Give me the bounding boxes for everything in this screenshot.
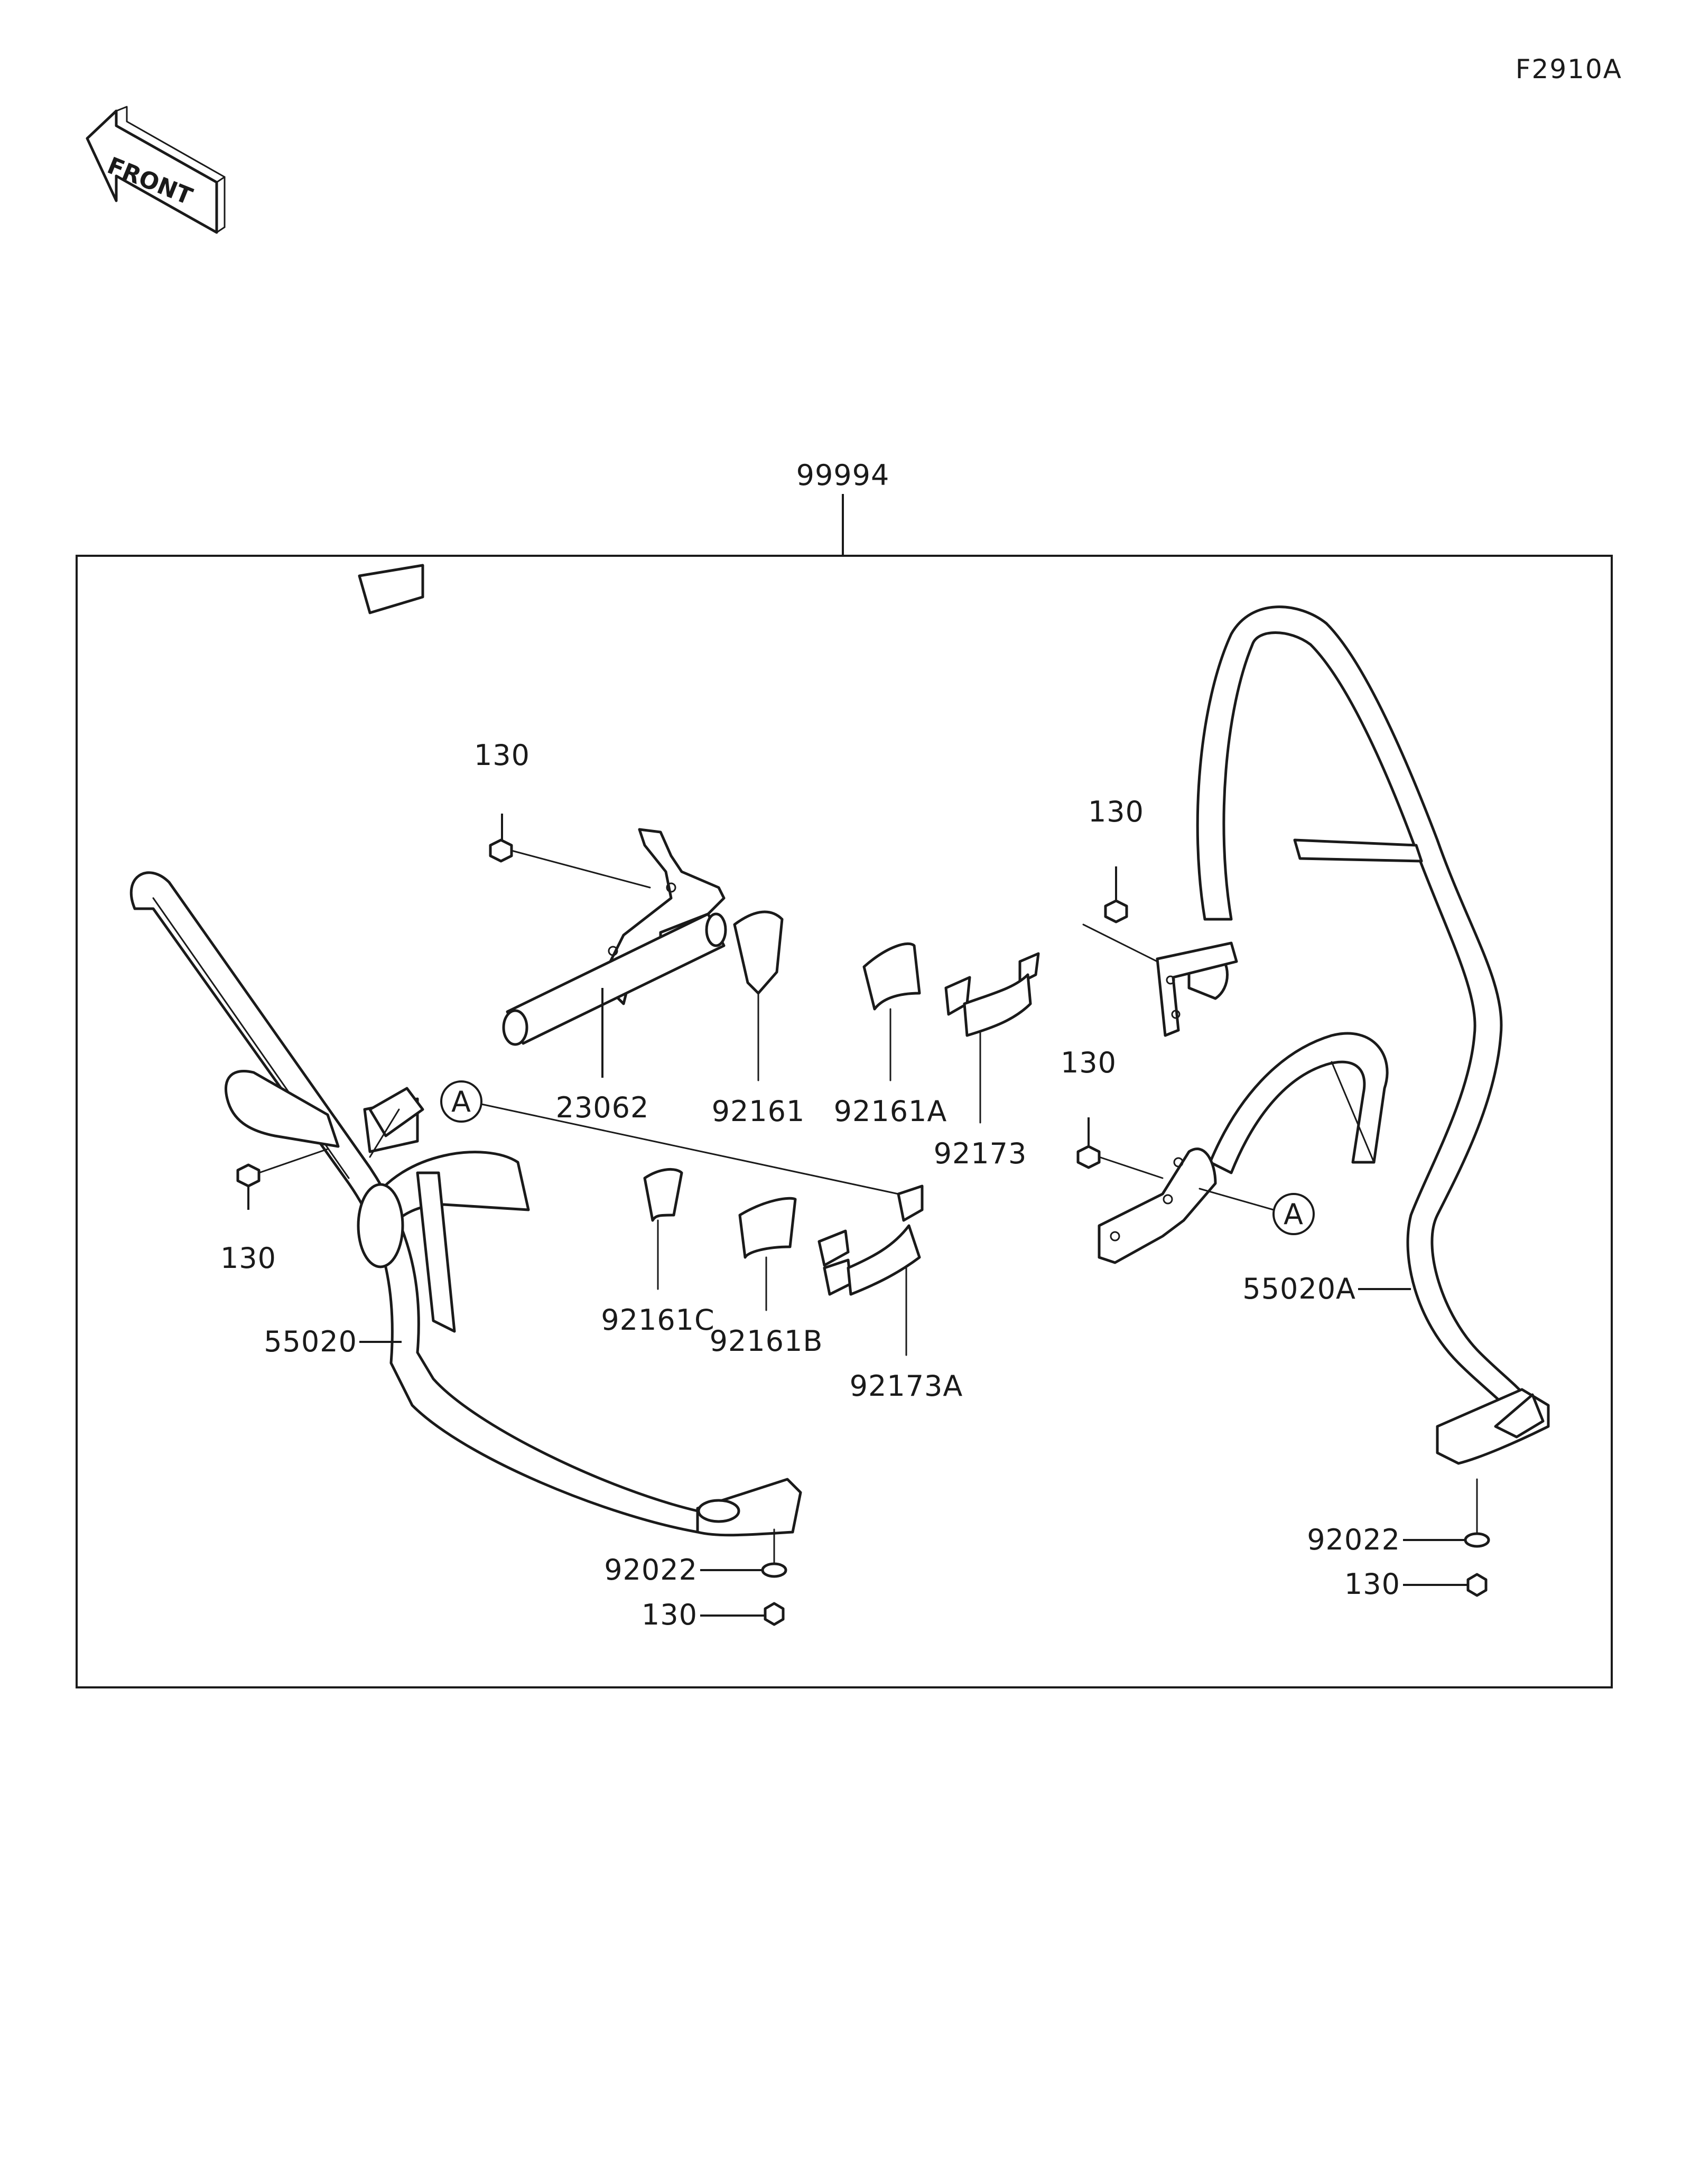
diagram-code: F2910A [1516,54,1622,85]
ref-a-left-label: A [451,1085,471,1118]
label-92161B: 92161B [710,1324,823,1358]
ref-a-left: A [440,1080,899,1195]
ref-a-right: A [1198,1188,1315,1235]
ref-a-right-label: A [1284,1198,1304,1231]
label-92173: 92173 [934,1137,1027,1170]
label-130-top-left: 130 [474,739,530,772]
label-92161C: 92161C [601,1303,715,1337]
pad-92161C [643,1168,683,1290]
right-lower-bracket [1098,1147,1217,1264]
pad-92161B [738,1197,797,1311]
pad-92161A [862,942,921,1081]
label-130-bottom-right: 130 [1344,1567,1400,1601]
label-92161A: 92161A [834,1095,947,1128]
clamp-92173 [944,952,1040,1124]
label-assembly: 99994 [796,459,890,492]
bolt-130-bottom-left [700,1602,785,1626]
label-23062: 23062 [556,1091,649,1124]
bolt-130-left [236,1148,329,1210]
washer-92022-right [1403,1478,1490,1548]
label-92022-left: 92022 [604,1553,698,1586]
assembly-box [76,555,1613,1688]
bolt-130-right-upper [1082,866,1158,963]
right-upper-bracket [1156,941,1238,1037]
label-130-right-mid: 130 [1061,1046,1117,1079]
left-guard-bracket [368,1087,424,1158]
bolt-130-right-mid [1076,1117,1164,1179]
bracket-23062 [502,828,727,1046]
bolt-130-top-left [489,814,651,889]
right-guard-55020A [1187,605,1550,1465]
pad-92161 [733,910,784,1081]
label-92022-right: 92022 [1307,1523,1400,1556]
label-92161: 92161 [712,1095,805,1128]
front-arrow-icon: FRONT [86,106,226,234]
label-55020: 55020 [264,1325,357,1358]
washer-92022-left [700,1528,787,1578]
label-55020A: 55020A [1242,1272,1356,1305]
left-guard-55020 [129,564,802,1537]
clamp-92173A [817,1184,924,1356]
label-92173A: 92173A [850,1369,963,1403]
label-130-right-upper: 130 [1088,795,1144,828]
label-130-left: 130 [220,1242,276,1275]
bolt-130-bottom-right [1403,1573,1488,1597]
label-130-bottom-left: 130 [642,1598,698,1631]
